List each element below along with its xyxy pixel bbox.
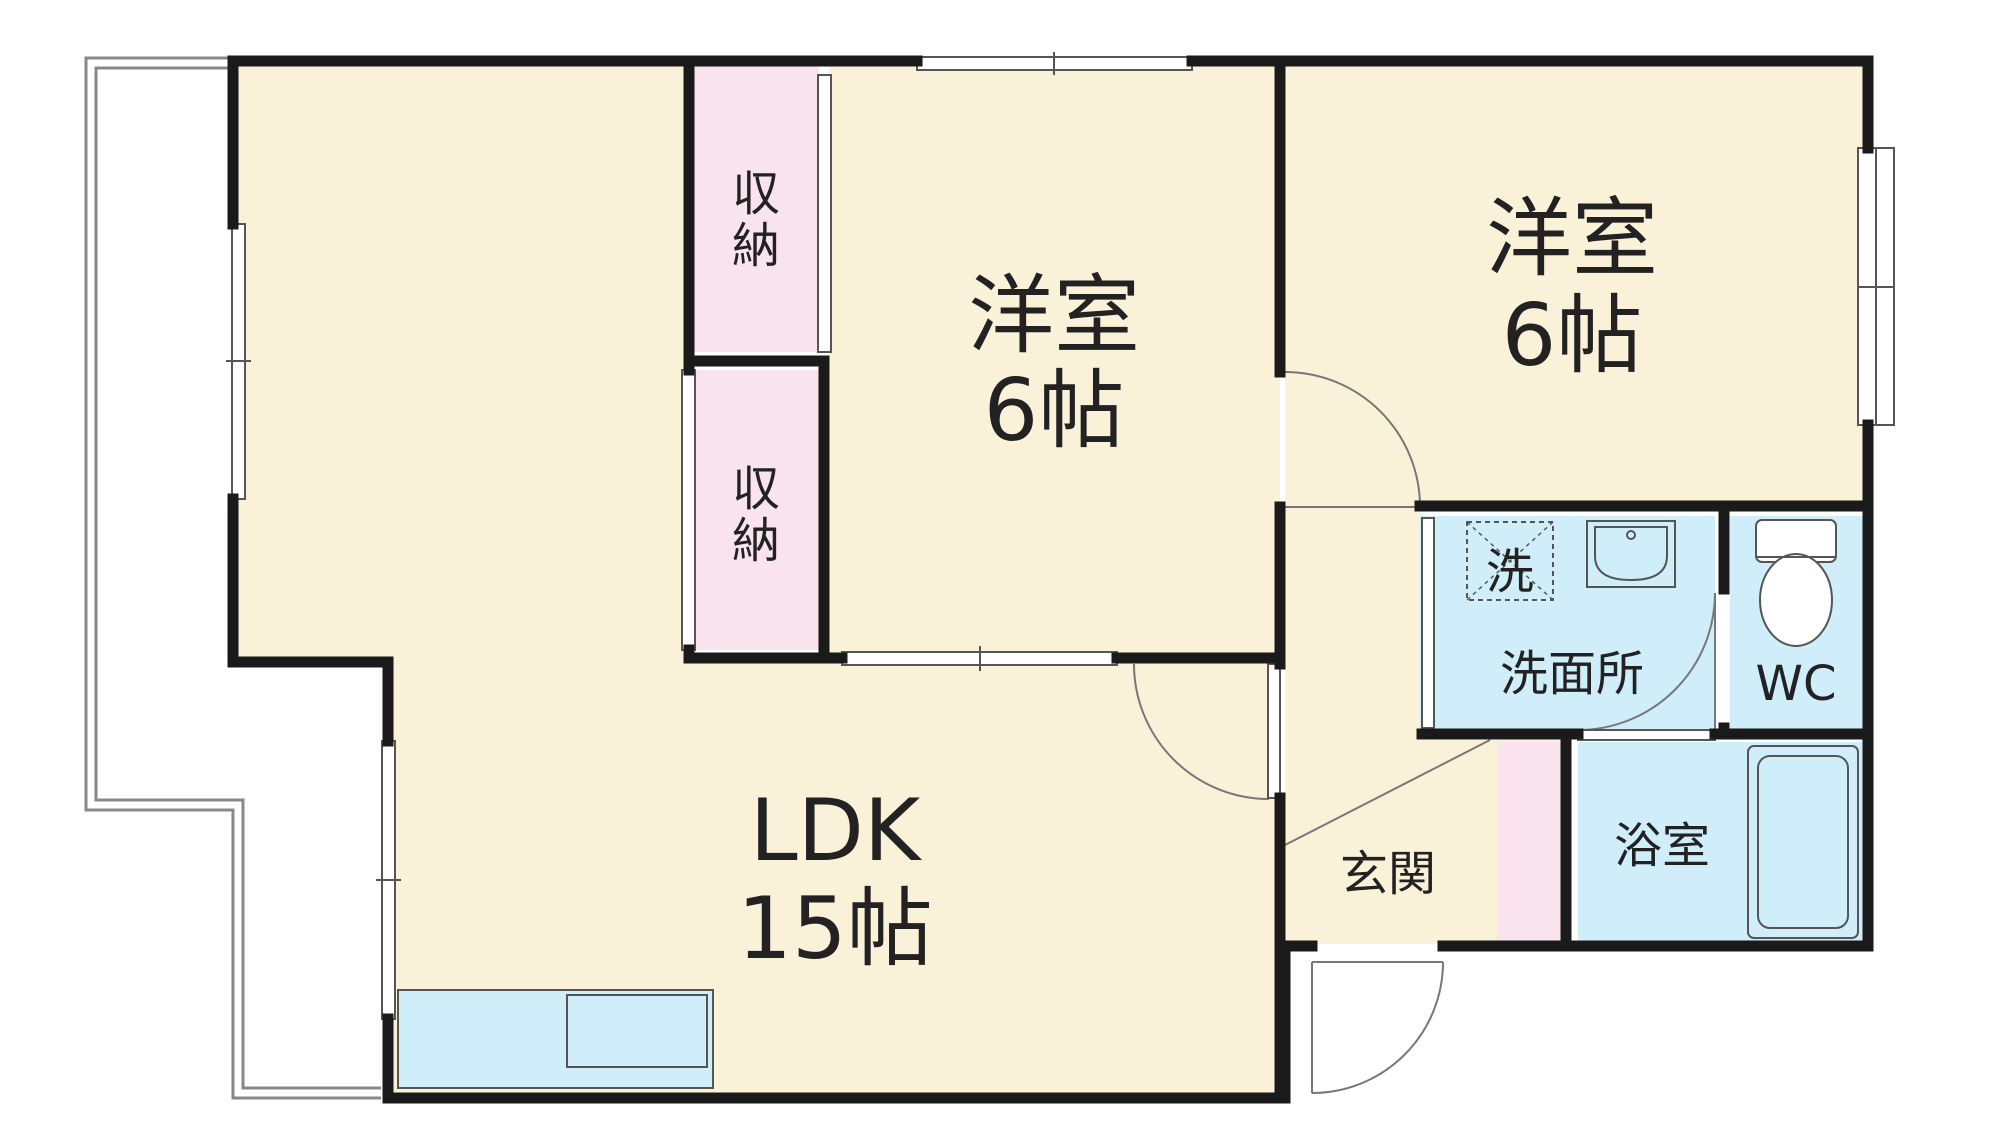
western-center-size: 6帖	[984, 361, 1125, 461]
kitchen-counter	[397, 989, 714, 1089]
windows	[226, 52, 1895, 1020]
toilet-fixture	[1755, 519, 1837, 647]
storage-lower-floor	[694, 370, 819, 650]
western-right-floor	[1285, 66, 1863, 506]
entrance-label: 玄関	[1340, 846, 1436, 902]
sink	[566, 994, 708, 1068]
washer-space	[1466, 521, 1554, 601]
storage-lower-line1: 収	[732, 461, 780, 517]
washroom-floor	[1420, 516, 1715, 730]
ldk-name: LDK	[750, 781, 923, 881]
western-right-size: 6帖	[1502, 286, 1643, 386]
storage-lower-line2: 納	[732, 513, 780, 569]
bath-label: 浴室	[1614, 818, 1710, 874]
ldk-size: 15帖	[737, 879, 932, 979]
labels: 洋室 6帖 洋室 6帖 LDK 15帖 収 納 収 納 洗 洗面所 WC 浴室 …	[732, 166, 1837, 979]
washer-label: 洗	[1486, 544, 1534, 600]
wash-basin	[1586, 520, 1676, 588]
bathtub	[1747, 745, 1859, 939]
walls	[227, 55, 1874, 1104]
bath-floor	[1578, 742, 1863, 942]
balcony	[84, 56, 381, 1100]
storage-upper-floor	[694, 66, 819, 352]
storage-upper-line1: 収	[732, 166, 780, 222]
western-center-floor	[829, 66, 1280, 662]
shoe-storage-floor	[1497, 742, 1560, 942]
western-center-name: 洋室	[968, 266, 1140, 366]
ldk-floor	[238, 66, 1280, 1093]
storage-upper-line2: 納	[732, 218, 780, 274]
washroom-label: 洗面所	[1500, 646, 1644, 702]
western-right-name: 洋室	[1486, 189, 1658, 289]
room-floors	[238, 66, 1863, 1093]
toilet-label: WC	[1756, 656, 1837, 712]
